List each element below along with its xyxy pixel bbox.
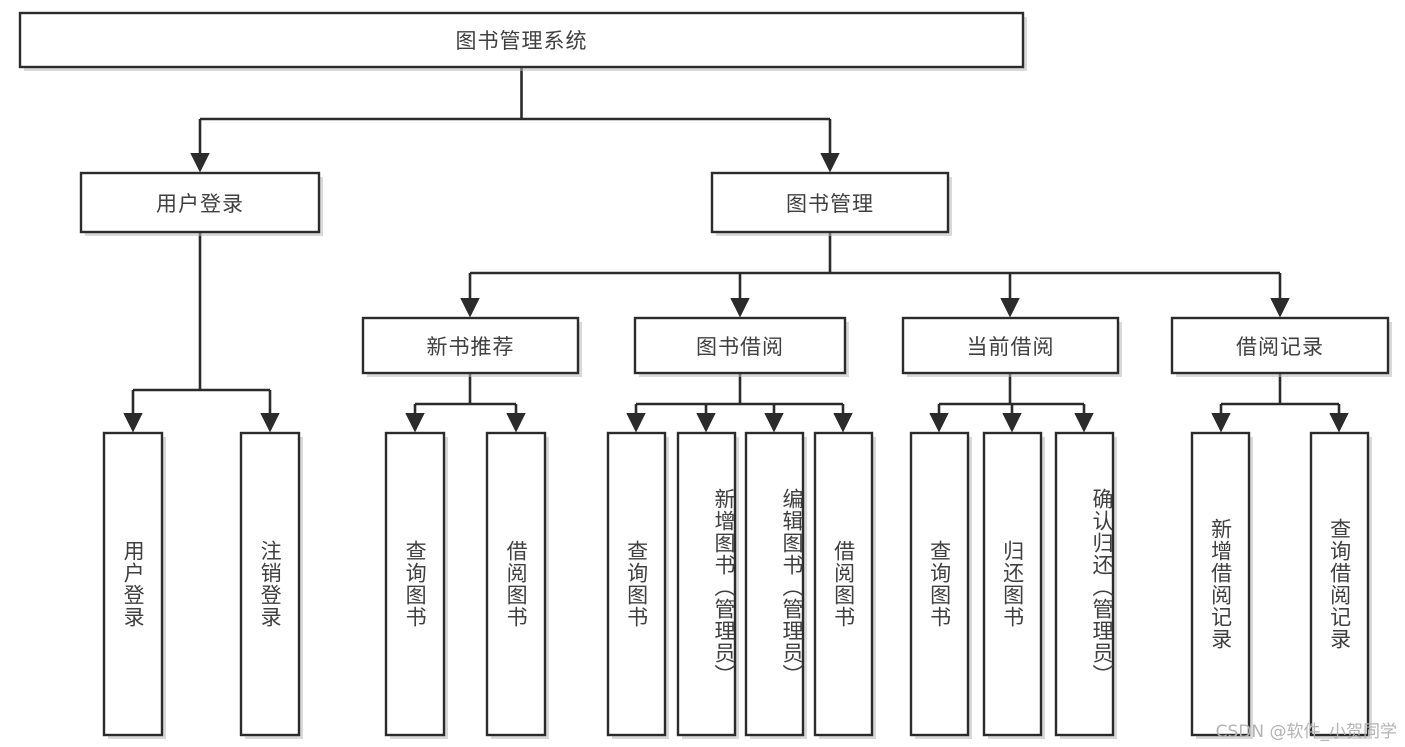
connector-group-root (190, 67, 840, 173)
node-box-borrow-record[interactable] (1170, 316, 1390, 375)
node-box-leaf-confirm-return-admin[interactable] (1054, 431, 1115, 737)
node-box-user-login[interactable] (79, 171, 321, 234)
node-box-leaf-borrow-book-recommend[interactable] (485, 431, 547, 737)
node-box-leaf-logout-login[interactable] (239, 431, 301, 737)
node-box-leaf-query-book-borrow[interactable] (606, 431, 667, 737)
node-box-root[interactable] (18, 11, 1025, 69)
node-box-current-borrow[interactable] (901, 316, 1120, 375)
connector-group-current-borrow (929, 373, 1094, 433)
node-box-leaf-edit-book-admin[interactable] (744, 431, 805, 737)
node-box-leaf-return-book[interactable] (982, 431, 1043, 737)
connector-group-book-management (460, 232, 1290, 318)
node-box-leaf-query-book-current[interactable] (909, 431, 970, 737)
connector-group-borrow-record (1211, 373, 1349, 433)
node-box-new-book-recommend[interactable] (361, 316, 580, 375)
connector-group-user-login (123, 232, 280, 433)
node-box-leaf-borrow-book[interactable] (813, 431, 874, 737)
connector-group-new-book-recommend (405, 373, 526, 433)
node-box-leaf-add-borrow-record[interactable] (1190, 431, 1251, 737)
node-box-book-management[interactable] (710, 171, 950, 234)
node-box-book-borrow[interactable] (633, 316, 847, 375)
node-box-leaf-query-book-recommend[interactable] (384, 431, 446, 737)
connector-group-book-borrow (626, 373, 853, 433)
node-boxes (18, 11, 1392, 739)
node-box-leaf-user-login[interactable] (102, 431, 164, 737)
node-box-leaf-add-book-admin[interactable] (676, 431, 737, 737)
node-box-leaf-query-borrow-record[interactable] (1309, 431, 1370, 737)
